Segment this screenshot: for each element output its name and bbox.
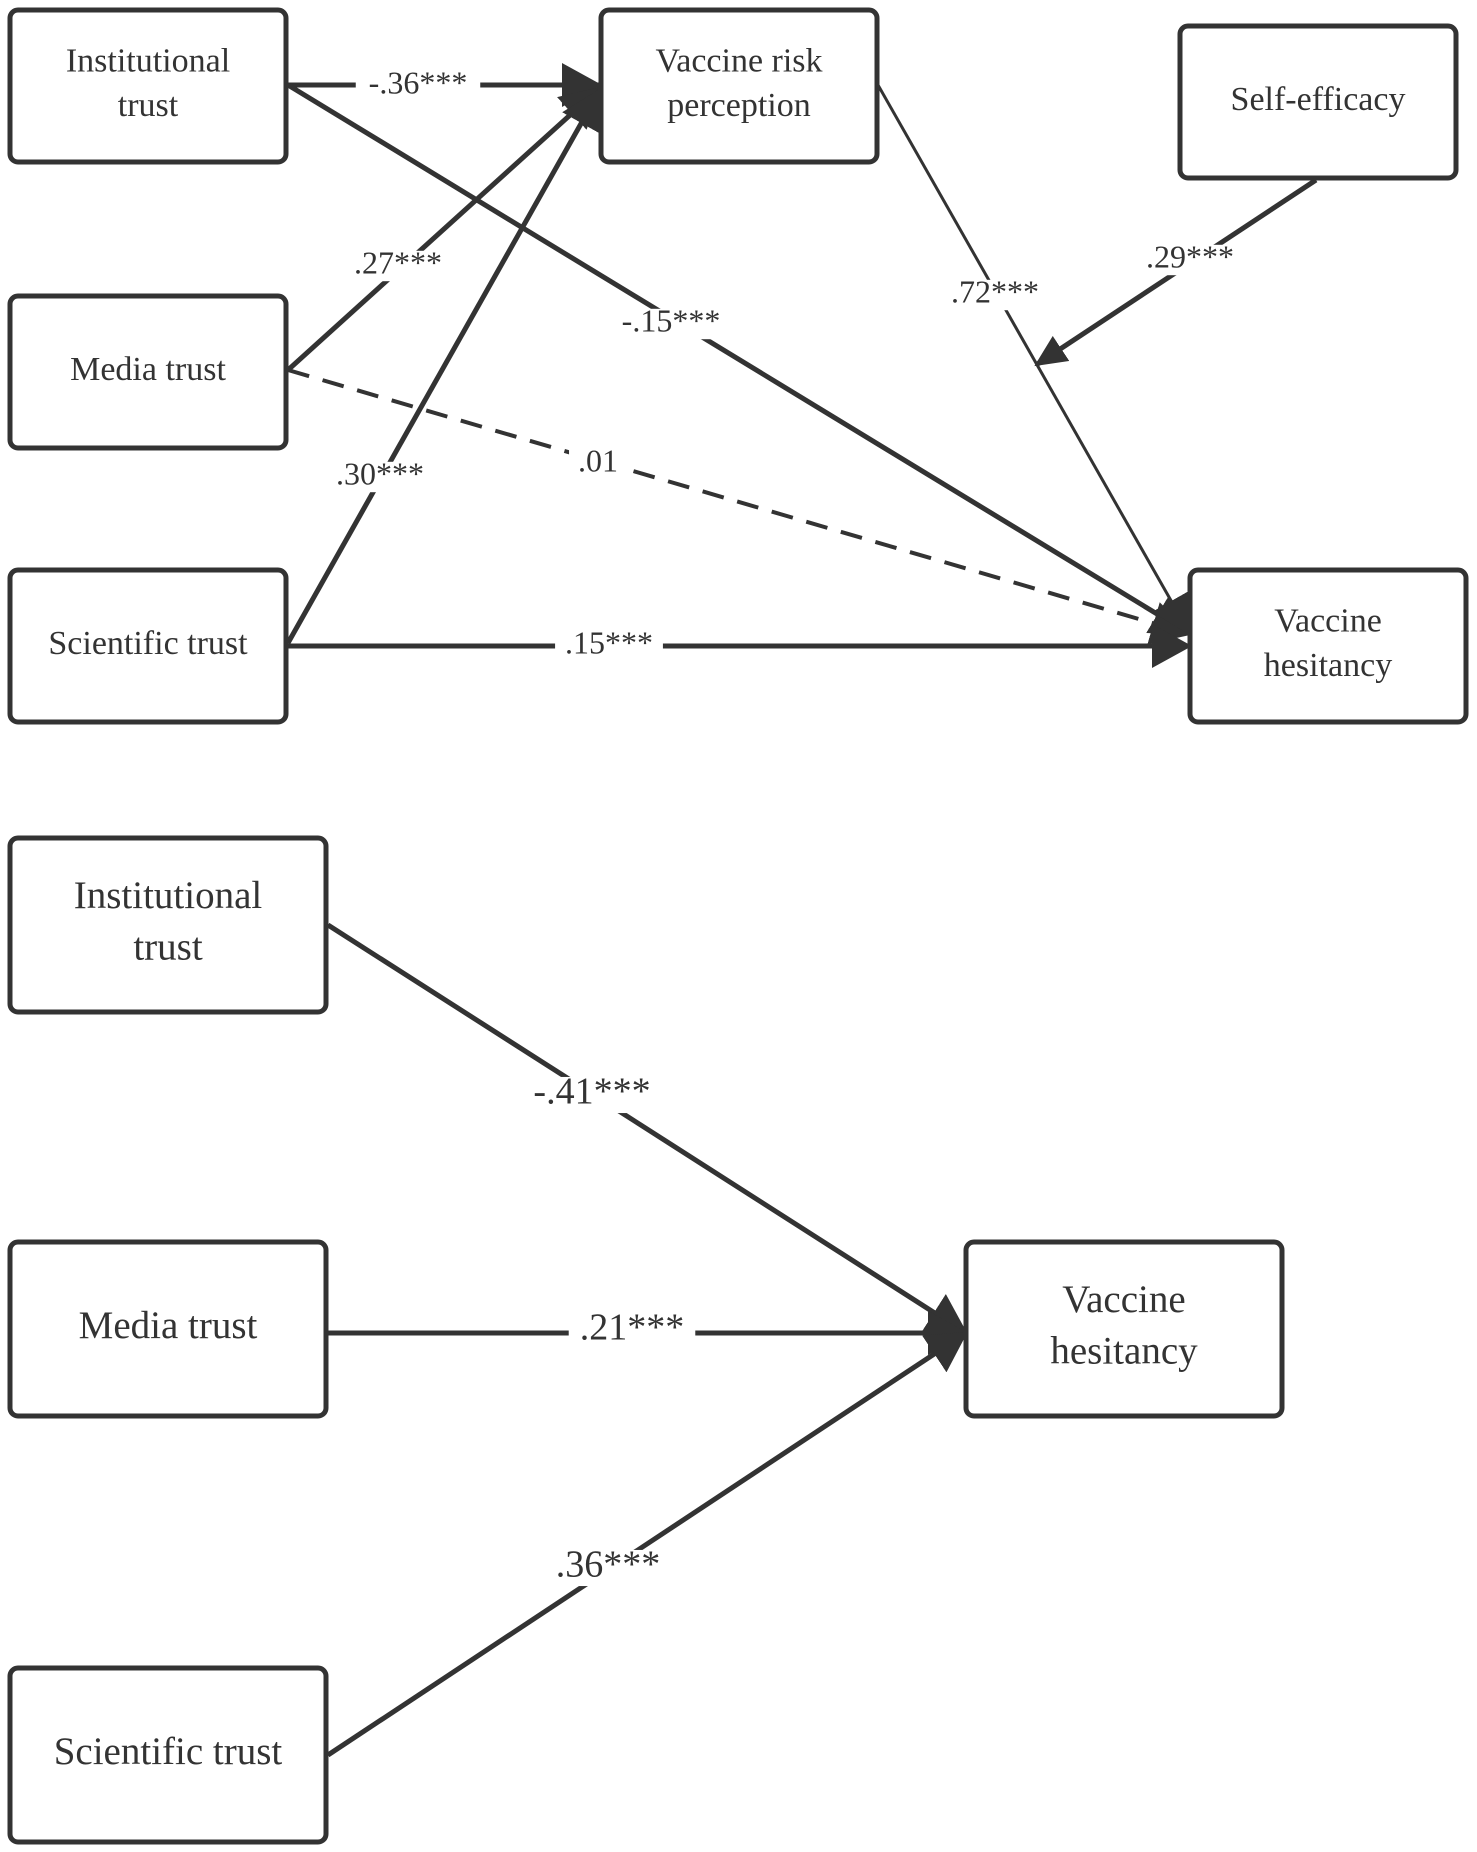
coefficient-label: .30*** — [336, 455, 424, 491]
node-label-line: Institutional — [66, 42, 230, 79]
coefficient-label: -.41*** — [533, 1071, 650, 1113]
node-box — [7, 293, 289, 451]
node-box — [963, 1239, 1285, 1419]
coefficient-label-bg — [941, 279, 1049, 311]
node-box — [1177, 23, 1459, 181]
node-label-line: Self-efficacy — [1231, 81, 1406, 118]
coefficient-label-bg — [344, 250, 452, 282]
coefficient-label: -.36*** — [369, 64, 468, 100]
edge-inst2-vh2: -.41*** — [326, 922, 968, 1336]
edge-sci2-vh2: .36*** — [326, 1330, 968, 1758]
path-arrow — [326, 1330, 968, 1758]
coefficient-label-bg — [1136, 244, 1244, 276]
node-label-line: hesitancy — [1264, 647, 1392, 684]
node-label-line: Vaccine — [1274, 602, 1382, 639]
edges-layer: -.36*** .27*** .30*** -.15*** .01 .15*** .72**… — [285, 63, 1318, 1758]
node-vh2: Vaccine hesitancy — [963, 1239, 1285, 1419]
coefficient-label: .36*** — [556, 1544, 661, 1586]
node-label-line: trust — [133, 926, 203, 969]
node-se: Self-efficacy — [1177, 23, 1459, 181]
coefficient-label-bg — [555, 630, 663, 662]
edge-sci-vrp: .30*** — [285, 88, 603, 645]
node-label-line: Vaccine — [1062, 1278, 1185, 1321]
node-box — [598, 7, 880, 165]
node-box — [7, 7, 289, 165]
node-vh: Vaccine hesitancy — [1187, 567, 1469, 725]
node-label-line: Institutional — [74, 874, 263, 917]
path-arrow — [287, 368, 1192, 645]
node-inst2: Institutional trust — [7, 835, 329, 1015]
coefficient-label: .15*** — [565, 624, 653, 660]
edge-vrp-vh: .72*** — [876, 84, 1192, 636]
node-label-line: Scientific trust — [54, 1730, 283, 1773]
edge-media-vrp: .27*** — [286, 86, 602, 372]
path-arrow — [326, 922, 968, 1336]
node-label-line: trust — [118, 87, 179, 124]
node-vrp: Vaccine risk perception — [598, 7, 880, 165]
node-label-line: Media trust — [70, 351, 226, 388]
node-label-line: hesitancy — [1050, 1330, 1198, 1373]
node-box — [7, 1665, 329, 1845]
node-media: Media trust — [7, 293, 289, 451]
node-inst: Institutional trust — [7, 7, 289, 165]
edge-media2-vh2: .21*** — [328, 1307, 968, 1355]
edge-se-mod: .29*** — [1034, 177, 1318, 368]
node-sci2: Scientific trust — [7, 1665, 329, 1845]
coefficient-label-bg — [608, 308, 734, 340]
coefficient-label-bg — [355, 70, 481, 102]
node-label-line: Vaccine risk — [655, 42, 822, 79]
edge-inst-vrp: -.36*** — [288, 63, 602, 107]
path-arrow — [286, 86, 602, 372]
node-box — [7, 835, 329, 1015]
path-arrow — [285, 88, 603, 645]
path-arrow — [876, 84, 1192, 636]
node-box — [1187, 567, 1469, 725]
node-media2: Media trust — [7, 1239, 329, 1419]
coefficient-label: .27*** — [354, 244, 442, 280]
edge-media-vh: .01 — [287, 368, 1192, 645]
node-label-line: Media trust — [79, 1304, 258, 1347]
node-label-line: perception — [667, 87, 811, 124]
coefficient-label: -.15*** — [622, 302, 721, 338]
coefficient-label-bg — [544, 1549, 672, 1587]
node-box — [7, 1239, 329, 1419]
edge-inst-vh: -.15*** — [286, 82, 1192, 637]
coefficient-label-bg — [326, 461, 434, 493]
coefficient-label-bg — [568, 1312, 696, 1350]
path-arrow — [286, 82, 1192, 637]
coefficient-label: .29*** — [1146, 238, 1234, 274]
coefficient-label: .01 — [578, 442, 618, 478]
node-box — [7, 567, 289, 725]
node-sci: Scientific trust — [7, 567, 289, 725]
node-label-line: Scientific trust — [48, 625, 248, 662]
edge-sci-vh: .15*** — [288, 624, 1192, 668]
coefficient-label-bg — [569, 448, 627, 480]
coefficient-label: .72*** — [951, 273, 1039, 309]
coefficient-label-bg — [518, 1076, 666, 1114]
coefficient-label: .21*** — [580, 1307, 685, 1349]
